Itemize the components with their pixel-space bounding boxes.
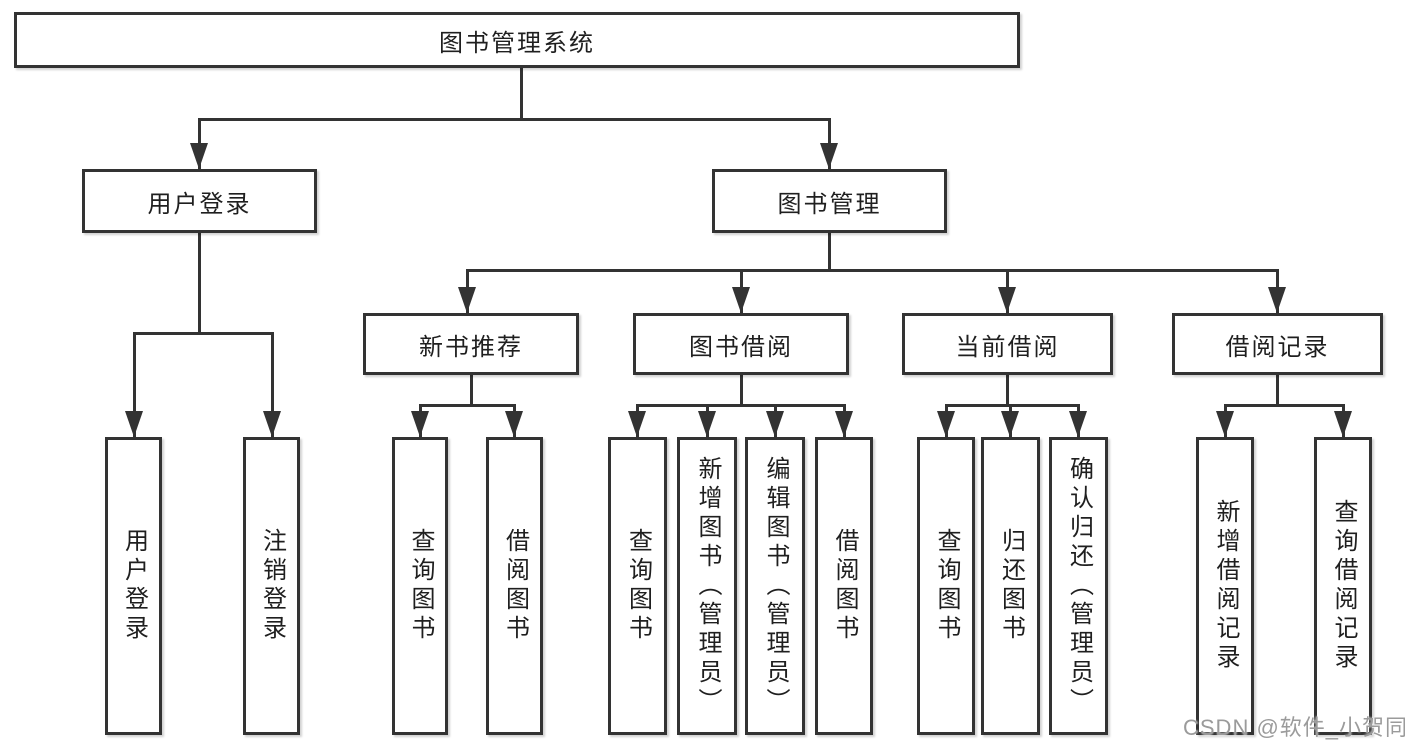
leaf-return-books: 归还图书	[981, 437, 1040, 735]
leaf-user-login: 用户登录	[105, 437, 162, 735]
leaf-query-books: 查询图书	[608, 437, 667, 735]
leaf-label: 查询图书	[407, 528, 434, 644]
arrowhead-down-icon	[1216, 411, 1234, 437]
connector-line	[419, 404, 516, 407]
leaf-label: 编辑图书（管理员）	[762, 455, 789, 717]
node-label: 借阅记录	[1225, 333, 1330, 361]
leaf-logout: 注销登录	[243, 437, 300, 735]
node-book-borrowing: 图书借阅	[633, 313, 849, 375]
node-current-borrowing: 当前借阅	[902, 313, 1113, 375]
leaf-add-book-admin: 新增图书（管理员）	[677, 437, 737, 735]
leaf-query-books: 查询图书	[917, 437, 975, 735]
node-user-login: 用户登录	[82, 169, 317, 233]
connector-line	[1276, 373, 1279, 406]
leaf-query-books: 查询图书	[392, 437, 448, 735]
node-label: 图书管理	[777, 190, 882, 218]
leaf-label: 注销登录	[258, 528, 286, 644]
connector-line	[828, 230, 831, 272]
connector-line	[945, 404, 1080, 407]
arrowhead-down-icon	[628, 411, 646, 437]
leaf-edit-book-admin: 编辑图书（管理员）	[745, 437, 805, 735]
node-library-system: 图书管理系统	[14, 12, 1020, 68]
node-label: 图书借阅	[689, 333, 793, 361]
connector-line	[1006, 373, 1009, 406]
leaf-label: 新增借阅记录	[1212, 499, 1239, 673]
arrowhead-down-icon	[835, 411, 853, 437]
leaf-label: 新增图书（管理员）	[694, 455, 721, 717]
arrowhead-down-icon	[263, 411, 281, 437]
arrowhead-down-icon	[190, 143, 208, 169]
arrowhead-down-icon	[1268, 287, 1286, 313]
leaf-label: 借阅图书	[831, 528, 858, 644]
connector-line	[271, 332, 274, 437]
arrowhead-down-icon	[998, 287, 1016, 313]
node-borrowing-records: 借阅记录	[1172, 313, 1383, 375]
leaf-borrow-books: 借阅图书	[815, 437, 873, 735]
connector-line	[636, 404, 846, 407]
node-book-management: 图书管理	[712, 169, 947, 233]
leaf-label: 查询借阅记录	[1330, 499, 1357, 673]
arrowhead-down-icon	[505, 411, 523, 437]
arrowhead-down-icon	[1001, 411, 1019, 437]
leaf-add-borrow-record: 新增借阅记录	[1196, 437, 1254, 735]
connector-line	[740, 373, 743, 406]
leaf-confirm-return-admin: 确认归还（管理员）	[1049, 437, 1108, 735]
arrowhead-down-icon	[937, 411, 955, 437]
node-new-book-recommendation: 新书推荐	[363, 313, 579, 375]
arrowhead-down-icon	[820, 143, 838, 169]
leaf-query-borrow-record: 查询借阅记录	[1314, 437, 1372, 735]
node-label: 用户登录	[147, 190, 252, 218]
leaf-borrow-books: 借阅图书	[486, 437, 543, 735]
node-label: 新书推荐	[419, 333, 523, 361]
csdn-watermark: CSDN @软件_小贺同学	[1183, 715, 1405, 740]
connector-line	[1224, 404, 1345, 407]
connector-line	[198, 118, 831, 121]
connector-line	[520, 66, 523, 120]
leaf-label: 借阅图书	[501, 528, 529, 644]
connector-line	[133, 332, 274, 335]
leaf-label: 归还图书	[997, 528, 1025, 644]
node-label: 当前借阅	[955, 333, 1060, 361]
node-label: 图书管理系统	[439, 29, 595, 57]
leaf-label: 确认归还（管理员）	[1065, 455, 1093, 717]
arrowhead-down-icon	[1069, 411, 1087, 437]
connector-line	[133, 332, 136, 437]
arrowhead-down-icon	[458, 287, 476, 313]
arrowhead-down-icon	[125, 411, 143, 437]
arrowhead-down-icon	[1334, 411, 1352, 437]
arrowhead-down-icon	[698, 411, 716, 437]
arrowhead-down-icon	[766, 411, 784, 437]
leaf-label: 用户登录	[120, 528, 148, 644]
leaf-label: 查询图书	[933, 528, 960, 644]
connector-line	[198, 230, 201, 334]
connector-line	[470, 373, 473, 406]
arrowhead-down-icon	[732, 287, 750, 313]
leaf-label: 查询图书	[624, 528, 652, 644]
arrowhead-down-icon	[411, 411, 429, 437]
connector-line	[466, 269, 1279, 272]
